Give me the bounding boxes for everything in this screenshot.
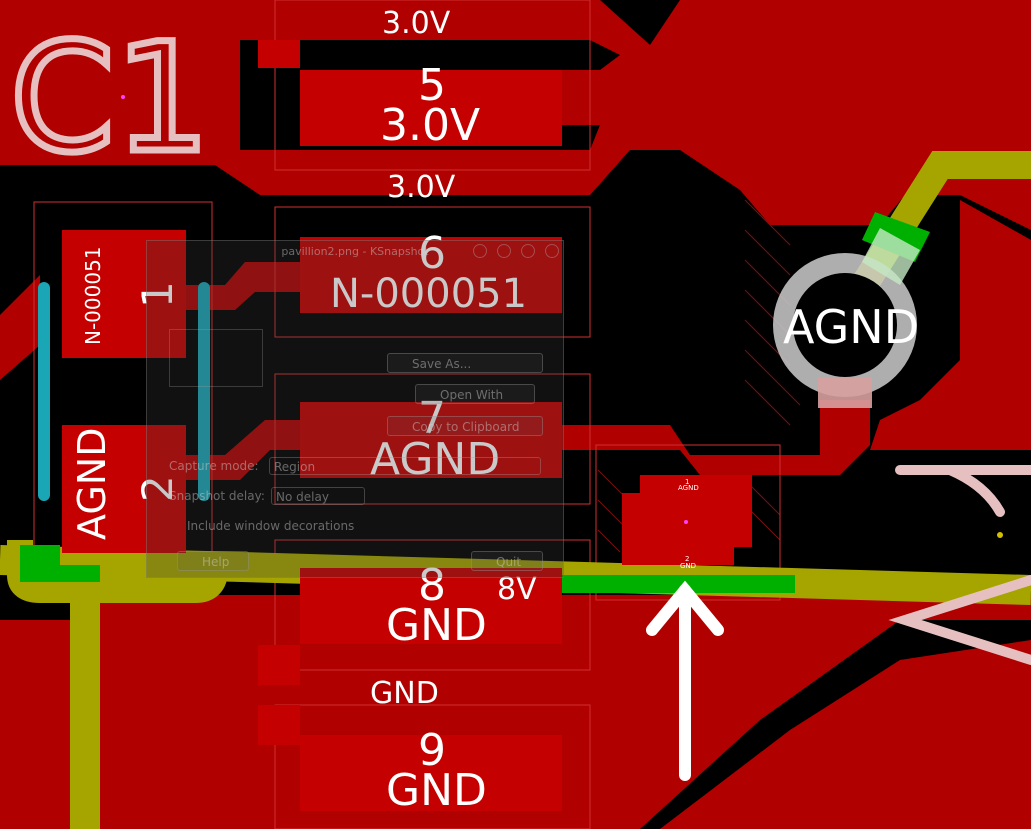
ghost-save-as-button[interactable]: Save As... [387,353,543,373]
c1-pad-1[interactable] [62,230,186,358]
ghost-snapshot-delay-spinbox[interactable]: No delay [271,487,365,505]
copper-trace-n000051 [185,262,300,310]
ghost-include-decorations-checkbox[interactable]: Include window decorations [187,519,355,533]
silk-arc [895,465,1031,517]
pad-9-net: GND [386,765,487,816]
net-labels: 3.0V 5 3.0V 3.0V 6 N-000051 7 AGND 8 GND… [70,6,919,816]
pad-5-net: 3.0V [380,100,480,151]
copper-trace-agnd [185,420,300,480]
ghost-close-icon[interactable] [545,244,559,258]
copper-pour-bottom-right [660,640,1031,829]
ghost-thumbnail[interactable] [169,329,263,387]
copper-trace-pad7-part [560,400,870,475]
net-label-top: 3.0V [382,6,451,41]
ic-pad-5[interactable] [300,70,562,146]
pad-7-net: AGND [370,434,500,485]
pad-9-number: 9 [418,725,446,776]
pad-5-number: 5 [418,60,446,111]
copper-pour-right [870,200,1031,450]
trace-label-gnd: GND [370,676,439,711]
ghost-copy-clipboard-button[interactable]: Copy to Clipboard [387,416,543,436]
pad-6-number: 6 [418,228,446,279]
ghost-open-with-button[interactable]: Open With [415,384,535,404]
pad-8-number: 8 [418,560,446,611]
copper-trace-top [215,0,1031,230]
c1-pad-2-net: AGND [70,428,114,540]
ghost-help-button[interactable]: Help [177,551,249,571]
silkscreen [888,465,1031,665]
copper-pour-bottom-left [0,620,90,829]
c1-pad-2-number: 2 [133,475,182,502]
ic-pad-7[interactable] [300,402,562,478]
ksnapshot-ghost-window: pavillion2.png - KSnapshot Save As... Op… [146,240,564,578]
net-label-mid: 3.0V [387,170,456,205]
copper-trace-left [0,275,40,380]
c1-cyan-bars [38,282,210,501]
ic-pad-8[interactable] [300,568,562,644]
ic-pin-trace-9 [258,705,300,745]
small-part [622,475,752,565]
via-label: AGND [783,300,919,354]
c1-anchor-marker [121,95,125,99]
pointer-arrow [646,580,724,781]
pad-7-number: 7 [418,393,446,444]
ic-pad-6[interactable] [300,237,562,313]
via-agnd[interactable] [773,228,920,408]
ghost-snapshot-delay-label: Snapshot delay: [169,489,265,503]
c1-pad-1-net: N-000051 [81,246,105,345]
silk-triangle [888,575,1031,665]
ghost-capture-mode-label: Capture mode: [169,459,259,473]
marker-dot [997,532,1003,538]
ghost-maximize-icon[interactable] [521,244,535,258]
pad-8-net: GND [386,600,487,651]
small-part-pin2-net: GND [680,562,696,570]
ghost-quit-button[interactable]: Quit [471,551,543,571]
copper-pour-topleft [0,0,260,165]
small-part-pin1-num: 1 [685,478,689,486]
ic-pin-trace-5 [258,40,300,68]
c1-pads [62,230,186,553]
ghost-capture-mode-select[interactable]: Region [269,457,541,475]
trace-label-8v: 8V [497,572,537,607]
small-part-pin2-num: 2 [685,555,689,563]
part-center-marker [684,520,688,524]
ic-pads [258,40,562,811]
ic-pad-9[interactable] [300,735,562,811]
ic-pin-trace-8 [258,645,300,685]
small-part-notch-bottom [734,547,752,565]
small-part-pin1-net: AGND [678,484,699,492]
c1-pad-2[interactable] [62,425,186,553]
component-ref-c1: C1 [10,12,210,186]
pad-6-net: N-000051 [330,271,527,317]
small-part-body[interactable] [622,475,752,565]
small-part-notch-top [622,475,640,493]
ghost-minimize-icon[interactable] [497,244,511,258]
ghost-help-icon[interactable] [473,244,487,258]
c1-pad-1-number: 1 [133,281,182,308]
ghost-window-title: pavillion2.png - KSnapshot [281,245,429,258]
